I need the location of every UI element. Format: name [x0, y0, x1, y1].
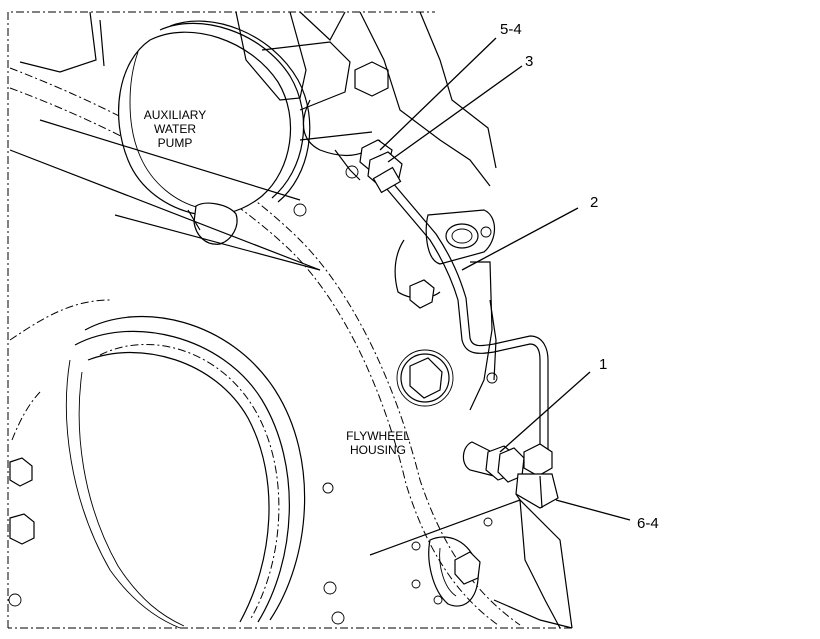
mounting-boss: [394, 209, 498, 411]
leader-2: [461, 207, 579, 271]
housing-plug: [396, 349, 454, 407]
tube-assembly: [385, 181, 549, 450]
left-bolts: [8, 457, 35, 607]
callout-1: 1: [599, 356, 607, 373]
housing-bore: [66, 315, 306, 629]
leader-6-4: [555, 499, 631, 521]
label-housing: HOUSING: [350, 443, 406, 457]
engine-block-upper: [9, 11, 497, 271]
label-auxiliary: AUXILIARY: [144, 108, 206, 122]
leader-3: [387, 65, 523, 163]
upper-fittings: [359, 139, 403, 194]
callout-3: 3: [525, 53, 533, 70]
view-border: [7, 11, 572, 629]
callout-5-4: 5-4: [500, 21, 522, 38]
lower-fittings: [462, 441, 559, 509]
callout-6-4: 6-4: [637, 515, 659, 532]
lower-housing: [293, 203, 573, 629]
label-water: WATER: [154, 122, 196, 136]
callout-2: 2: [590, 194, 598, 211]
leader-1: [499, 371, 591, 453]
leader-5-4: [379, 37, 497, 151]
label-pump: PUMP: [158, 136, 193, 150]
auxiliary-water-pump: [117, 20, 311, 245]
label-flywheel: FLYWHEEL: [346, 429, 410, 443]
